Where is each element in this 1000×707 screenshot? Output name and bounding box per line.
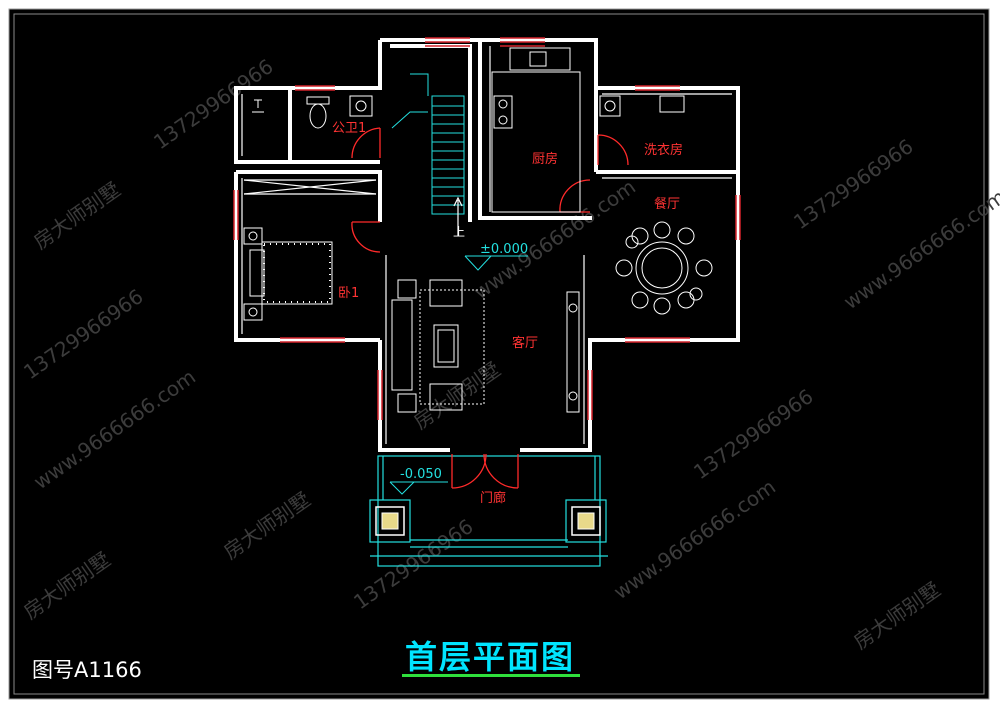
bed	[261, 241, 333, 305]
door-entrance	[451, 453, 519, 489]
page-title: 首层平面图	[404, 638, 575, 676]
shower	[252, 99, 264, 113]
porch-column-left	[375, 506, 405, 536]
inner-border	[13, 13, 985, 695]
bedroom-furniture	[243, 227, 333, 321]
doors	[351, 127, 629, 489]
label-dining: 餐厅	[654, 196, 680, 212]
stair-label: 上	[453, 225, 465, 239]
window-top-kitchen	[500, 37, 545, 47]
coffee-table	[433, 324, 459, 368]
staircase	[391, 73, 465, 215]
side-table-top	[397, 279, 417, 299]
room-labels: 公卫1 厨房 洗衣房 餐厅 卧1 客厅 门廊	[332, 121, 683, 506]
dining-table	[635, 241, 689, 295]
door-laundry	[597, 134, 629, 166]
stair-arrow	[453, 196, 463, 236]
porch-column-right	[571, 506, 601, 536]
dining-set	[615, 221, 713, 315]
drawing-number: 图号A1166	[32, 658, 142, 682]
tv-cabinet	[566, 291, 580, 413]
door-bedroom	[351, 221, 381, 253]
label-laundry: 洗衣房	[644, 142, 683, 158]
wash-basin	[349, 95, 373, 117]
window-dining-bottom	[625, 337, 690, 343]
level-marker-porch	[389, 481, 448, 495]
wall-thin-lines	[241, 46, 732, 444]
level-porch: -0.050	[400, 467, 442, 482]
label-living: 客厅	[512, 335, 538, 351]
kitchen-fixtures	[491, 47, 685, 213]
window-bath	[295, 85, 335, 91]
door-bath	[351, 127, 381, 159]
nightstand-top	[243, 227, 263, 245]
washing-machine	[659, 95, 685, 113]
living-furniture	[391, 279, 580, 413]
toilet-bowl	[309, 103, 327, 129]
laundry-sink	[599, 95, 621, 117]
label-kitchen: 厨房	[532, 151, 558, 167]
side-table-bottom	[397, 393, 417, 413]
label-public-bath: 公卫1	[332, 121, 366, 136]
sofa-long	[391, 299, 413, 391]
window-living-left	[377, 370, 383, 420]
sofa-chair-top	[429, 279, 463, 307]
window-dining-right	[735, 195, 741, 240]
bathroom-fixtures	[252, 95, 373, 129]
drawing-area	[8, 8, 990, 700]
window-bedroom-bottom	[280, 337, 345, 343]
sink	[529, 51, 547, 67]
label-bedroom: 卧1	[338, 286, 359, 301]
rug	[419, 289, 485, 405]
stove	[493, 95, 513, 129]
label-porch: 门廊	[480, 490, 506, 506]
level-main: ±0.000	[480, 242, 528, 257]
title-underline	[402, 674, 580, 677]
window-top-left	[425, 37, 470, 47]
level-marker-main	[464, 255, 528, 271]
sofa-chair-bottom	[429, 383, 463, 411]
window-laundry	[635, 85, 680, 91]
pillow	[249, 249, 265, 297]
window-bedroom-left	[233, 190, 239, 240]
window-living-right	[587, 370, 593, 420]
nightstand-bottom	[243, 303, 263, 321]
windows	[233, 37, 741, 420]
